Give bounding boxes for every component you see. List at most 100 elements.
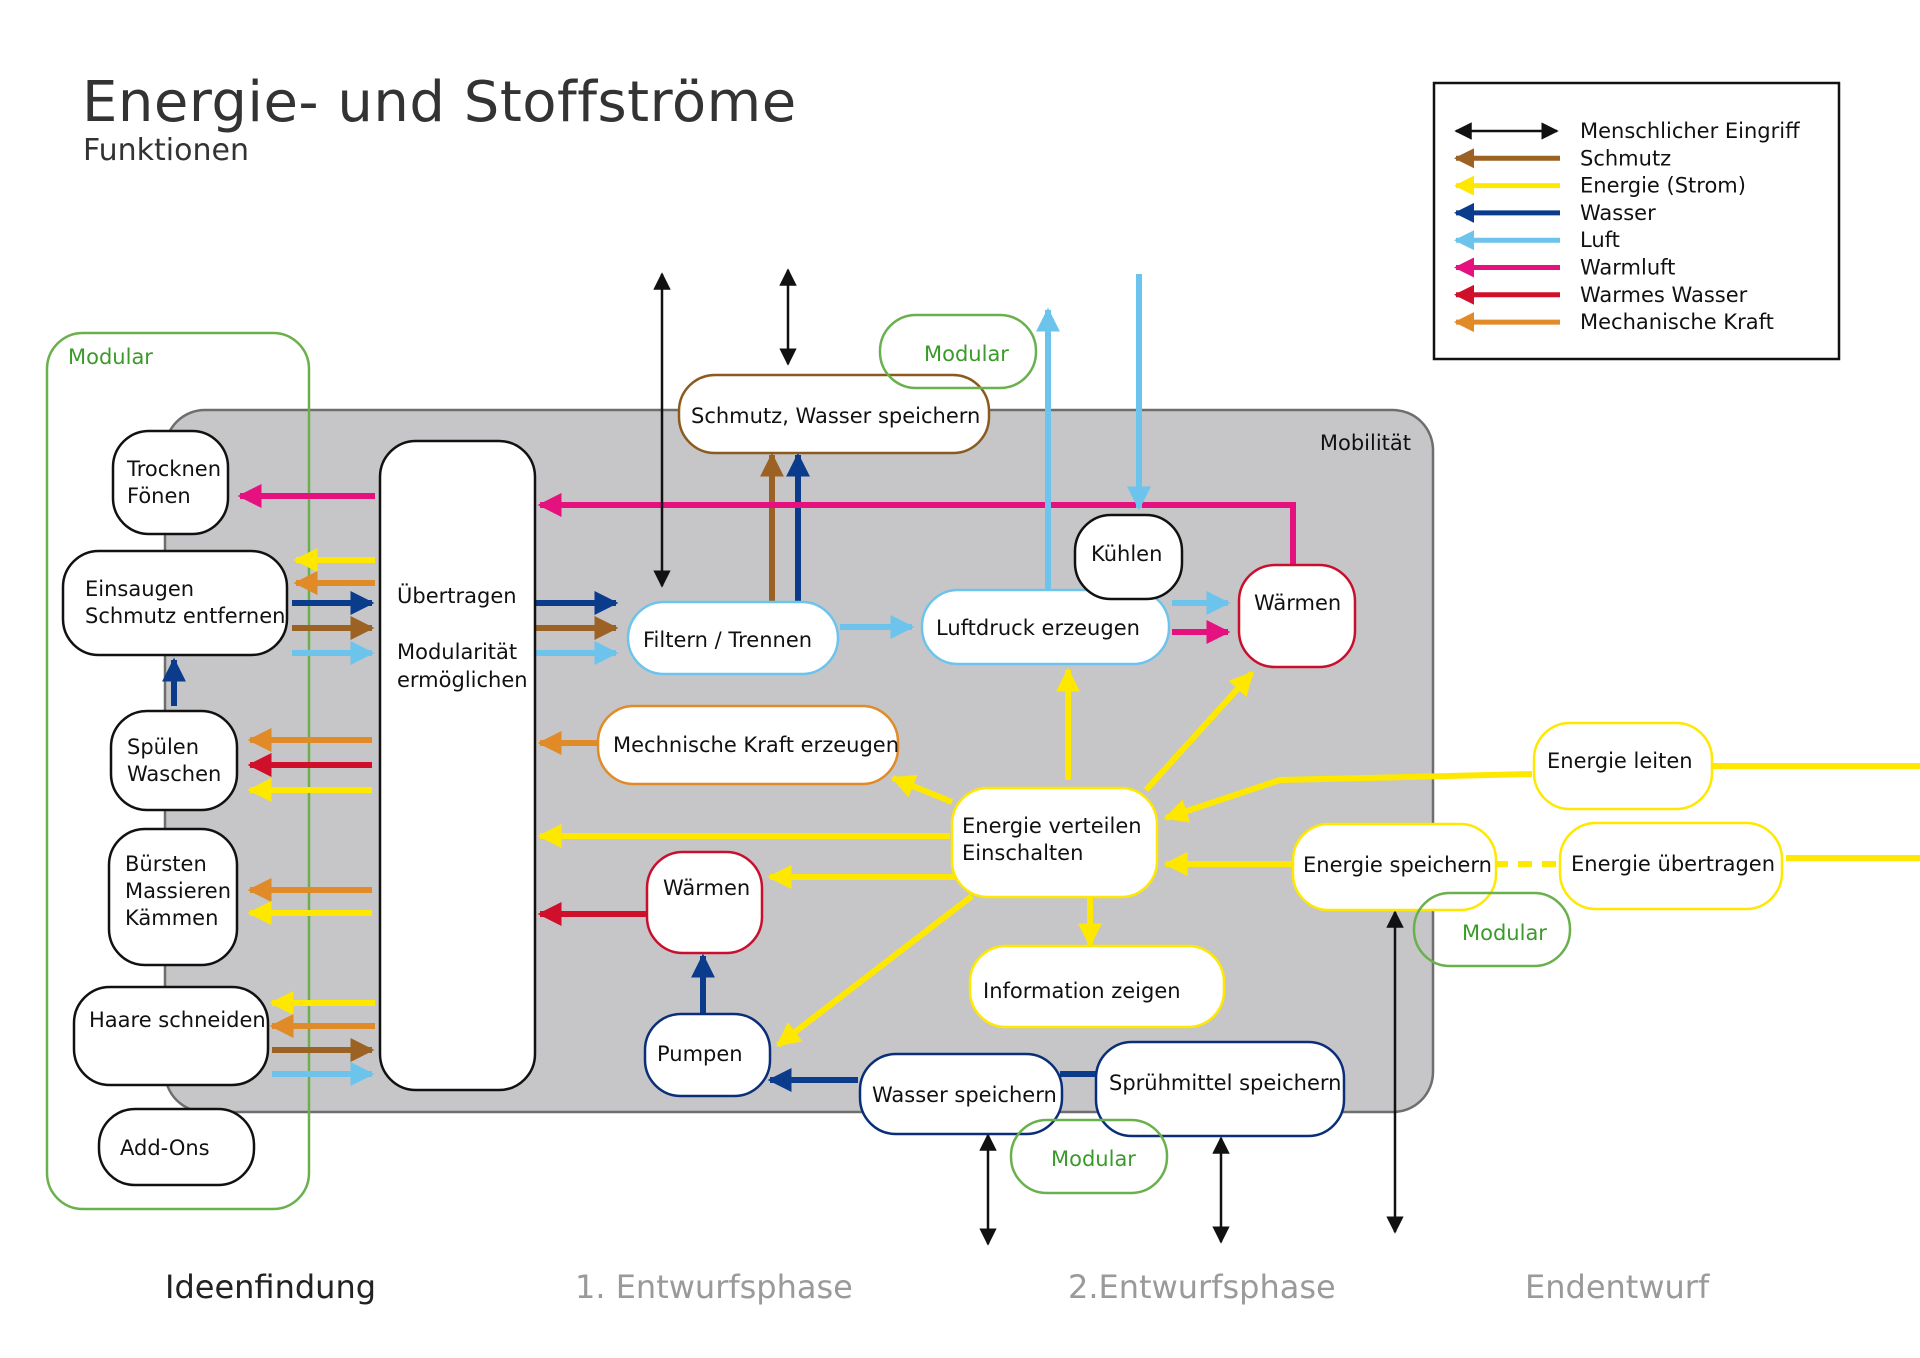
node-label: Mechnische Kraft erzeugen: [613, 733, 899, 757]
node-box: [378, 439, 537, 1092]
node-pumpen: Pumpen: [643, 1012, 772, 1098]
node-box: [1291, 822, 1498, 912]
node-box: [677, 373, 991, 455]
modular-energy-label: Modular: [1462, 921, 1547, 945]
node-box: [968, 944, 1226, 1029]
legend-label: Energie (Strom): [1580, 174, 1746, 198]
node-wasser-speichern: Wasser speichern: [858, 1052, 1064, 1136]
node-label: Luftdruck erzeugen: [936, 616, 1140, 640]
energie-leiten-to-verteilen: [1163, 771, 1533, 823]
node-label: Schmutz, Wasser speichern: [691, 404, 980, 428]
node-label: Filtern / Trennen: [643, 628, 812, 652]
node-box: [1073, 513, 1184, 601]
node-box: [1558, 821, 1784, 911]
node-label: Bürsten: [125, 852, 207, 876]
node-label: Übertragen: [397, 583, 517, 608]
phase-endentwurf: Endentwurf: [1525, 1268, 1710, 1306]
legend-label: Schmutz: [1580, 146, 1671, 170]
energie-to-mech-kraft: [890, 775, 954, 805]
node-label: Energie leiten: [1547, 749, 1693, 773]
node-label: Information zeigen: [983, 979, 1181, 1003]
modular-bottom-label: Modular: [1051, 1147, 1136, 1171]
node-box: [920, 588, 1171, 666]
node-box: [1094, 1040, 1346, 1138]
legend-label: Wasser: [1580, 201, 1656, 225]
node-label: Haare schneiden: [89, 1008, 266, 1032]
node-label: Energie übertragen: [1571, 852, 1775, 876]
node-label: Modularität: [397, 640, 517, 664]
node-schmutz-speichern: Schmutz, Wasser speichern: [677, 373, 991, 455]
node-box: [596, 704, 900, 786]
legend-item-warmes-wasser: Warmes Wasser: [1454, 283, 1748, 307]
warmluft-waermen-to-uebertragen: [537, 493, 1296, 568]
energie-to-pumpen: [776, 893, 974, 1048]
node-box: [97, 1107, 256, 1187]
node-box: [72, 985, 270, 1087]
legend-label: Warmluft: [1580, 256, 1675, 280]
node-label: Einsaugen: [85, 577, 194, 601]
node-kuehlen: Kühlen: [1073, 513, 1184, 601]
node-box: [109, 709, 239, 812]
modular-left-label: Modular: [68, 345, 153, 369]
node-box: [1237, 563, 1357, 669]
node-label: Wärmen: [663, 876, 750, 900]
energie-to-waermen-luft: [1143, 670, 1255, 793]
node-box: [643, 1012, 772, 1098]
node-spruehmittel: Sprühmittel speichern: [1094, 1040, 1346, 1138]
phase-entwurf-1: 1. Entwurfsphase: [575, 1268, 853, 1306]
node-label: Schmutz entfernen: [85, 604, 285, 628]
legend-label: Luft: [1580, 228, 1620, 252]
node-box: [626, 600, 840, 676]
node-label: Pumpen: [657, 1042, 743, 1066]
legend-item-wasser: Wasser: [1454, 201, 1656, 225]
legend-item-mech-kraft: Mechanische Kraft: [1454, 310, 1774, 334]
legend-item-energie: Energie (Strom): [1454, 174, 1746, 198]
modular-energy-bubble: [1412, 891, 1572, 968]
node-box: [950, 786, 1159, 899]
node-box: [111, 429, 230, 536]
node-addons: Add-Ons: [97, 1107, 256, 1187]
node-label: Sprühmittel speichern: [1109, 1071, 1341, 1095]
node-label: Wärmen: [1254, 591, 1341, 615]
node-label: Massieren: [125, 879, 231, 903]
legend-label: Mechanische Kraft: [1580, 310, 1774, 334]
node-label: Spülen: [127, 735, 199, 759]
page-subtitle: Funktionen: [83, 133, 249, 168]
node-energie-speichern: Energie speichern: [1291, 822, 1498, 912]
node-label: Add-Ons: [120, 1136, 210, 1160]
page-title: Energie- und Stoffströme: [82, 70, 797, 135]
node-luftdruck: Luftdruck erzeugen: [920, 588, 1171, 666]
node-box: [107, 827, 239, 967]
node-filtern: Filtern / Trennen: [626, 600, 840, 676]
node-haare: Haare schneiden: [72, 985, 270, 1087]
node-label: ermöglichen: [397, 668, 528, 692]
node-energie-uebertragen: Energie übertragen: [1558, 821, 1784, 911]
legend-item-schmutz: Schmutz: [1454, 146, 1671, 170]
node-label: Energie verteilen: [962, 814, 1142, 838]
mobility-label: Mobilität: [1320, 431, 1411, 455]
modular-top-bubble: [878, 313, 1038, 390]
node-box: [61, 549, 289, 657]
node-label: Kühlen: [1091, 542, 1162, 566]
node-label: Wasser speichern: [872, 1083, 1057, 1107]
node-label: Fönen: [127, 484, 191, 508]
legend-item-human: Menschlicher Eingriff: [1454, 119, 1800, 143]
modular-left-region: [45, 331, 311, 1211]
node-label: Einschalten: [962, 841, 1083, 865]
phase-entwurf-2: 2.Entwurfsphase: [1068, 1268, 1336, 1306]
modular-bottom-bubble: [1009, 1118, 1169, 1195]
node-label: Trocknen: [126, 457, 221, 481]
node-label: Kämmen: [125, 906, 218, 930]
node-information: Information zeigen: [968, 944, 1226, 1029]
legend-item-warmluft: Warmluft: [1454, 256, 1675, 280]
legend-label: Menschlicher Eingriff: [1580, 119, 1800, 143]
node-box: [1532, 721, 1714, 811]
node-energie-leiten: Energie leiten: [1532, 721, 1714, 811]
legend-item-luft: Luft: [1454, 228, 1620, 252]
